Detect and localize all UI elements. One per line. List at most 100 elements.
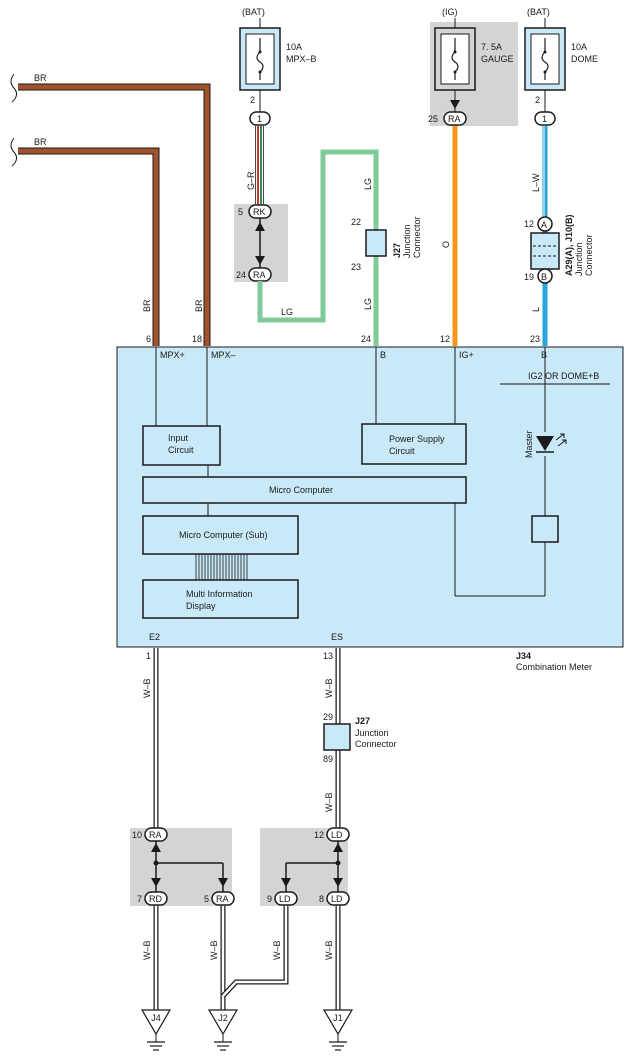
lg-v2-label: LG [363, 298, 373, 310]
wb-wires [153, 648, 341, 1010]
pin-b-lg-num: 24 [361, 334, 371, 344]
left-l-pill [144, 891, 168, 906]
br-bottom-label: BR [34, 137, 47, 147]
gauge-fuse-icon [451, 38, 459, 80]
gauge-source: (IG) [442, 7, 458, 17]
mpxb-rating: 10A [286, 42, 302, 52]
multi-info-display-block [142, 579, 299, 619]
gauge-conn-pill [443, 111, 467, 126]
left-l-label: RD [149, 894, 162, 904]
a29-top-pin: 12 [524, 219, 534, 229]
gauge-pin: 25 [428, 114, 438, 124]
a29-line1: Junction [574, 242, 584, 276]
ground-j4-label: J4 [151, 1013, 161, 1023]
dome-name: DOME [571, 54, 598, 64]
left-top-pin: 10 [132, 830, 142, 840]
pin-ig-num: 12 [440, 334, 450, 344]
o-label: O [441, 241, 451, 248]
pin-b-lg-label: B [380, 350, 386, 360]
dome-source: (BAT) [527, 7, 550, 17]
l-label: L [531, 307, 541, 312]
a29-top-label: A [541, 220, 547, 230]
pin-ig-label: IG+ [459, 350, 474, 360]
pin-mpx-minus-num: 18 [192, 334, 202, 344]
power-supply-block [361, 423, 467, 465]
mpxb-conn-label: 1 [257, 114, 262, 124]
pin-mpx-plus-num: 6 [146, 334, 151, 344]
lg-wire [257, 149, 379, 346]
gauge-name: GAUGE [481, 54, 514, 64]
mpxb-fuse-icon [256, 38, 264, 80]
input-circuit-line1: Input [168, 433, 189, 443]
dome-conn-pill [534, 111, 556, 126]
a29-bottom-circle [537, 268, 553, 284]
multi-info-line1: Multi Information [186, 589, 253, 599]
a29-top-circle [537, 216, 553, 232]
pin-es-num: 13 [323, 651, 333, 661]
dome-rating: 10A [571, 42, 587, 52]
wb-label-5: W–B [209, 940, 219, 960]
right-splice-group [281, 838, 343, 892]
master-switch-box [531, 515, 559, 543]
bus-lines [195, 554, 248, 580]
br-v2-label: BR [194, 299, 204, 312]
lw-label: L–W [531, 173, 541, 192]
pin-mpx-minus-label: MPX– [211, 350, 236, 360]
mpxb-conn-pill [249, 111, 271, 126]
micro-computer-label: Micro Computer [269, 485, 333, 495]
j27-top-id: J27 [392, 243, 402, 258]
multi-info-line2: Display [186, 601, 216, 611]
pin-b-dome-num: 23 [530, 334, 540, 344]
dome-conn-label: 1 [542, 114, 547, 124]
wb-label-2: W–B [324, 678, 334, 698]
pin-es-label: ES [331, 632, 343, 642]
j27-bottom-pin-bottom: 89 [323, 754, 333, 764]
a29-bottom-pin: 19 [524, 272, 534, 282]
wb-label-7: W–B [324, 940, 334, 960]
gauge-rating: 7. 5A [481, 42, 502, 52]
rk-label: RK [253, 207, 266, 217]
wb-label-6: W–B [272, 940, 282, 960]
j27-bottom-line1: Junction [355, 728, 389, 738]
dome-fuse-icon [541, 38, 549, 80]
right-top-pill [326, 827, 350, 842]
master-led-icon [536, 433, 567, 453]
mpxb-name: MPX–B [286, 54, 317, 64]
left-splice-group [151, 838, 228, 892]
a29-bottom-label: B [541, 272, 547, 282]
right-l-label: LD [279, 894, 291, 904]
j27-bottom-id: J27 [355, 716, 370, 726]
pin-mpx-plus-label: MPX+ [160, 350, 185, 360]
right-r-pin: 8 [319, 894, 324, 904]
left-r-label: RA [216, 894, 229, 904]
wb-label-4: W–B [142, 940, 152, 960]
a29-junction-box [530, 232, 560, 270]
j27-bottom-pin-top: 29 [323, 712, 333, 722]
left-r-pill [211, 891, 235, 906]
micro-computer-sub-label: Micro Computer (Sub) [179, 530, 268, 540]
right-l-pill [274, 891, 298, 906]
ground-j1-icon [322, 1009, 354, 1051]
gr-label: G–R [246, 171, 256, 190]
j27-top-pin-top: 22 [351, 217, 361, 227]
j27-top-line2: Connector [412, 216, 422, 258]
lg-h-label: LG [281, 307, 293, 317]
ground-j2-label: J2 [218, 1013, 228, 1023]
br-top-label: BR [34, 73, 47, 83]
gauge-conn-label: RA [448, 114, 461, 124]
pin-e2-num: 1 [146, 651, 151, 661]
input-circuit-line2: Circuit [168, 445, 194, 455]
micro-computer-sub-block [142, 515, 299, 555]
a29-id: A29(A), J10(B) [564, 214, 574, 276]
gr-wire [255, 126, 264, 204]
ra-left-pin: 24 [236, 270, 246, 280]
right-top-label: LD [331, 830, 343, 840]
right-top-pin: 12 [314, 830, 324, 840]
ground-j2-icon [207, 1009, 239, 1051]
meter-id: J34 [516, 651, 531, 661]
meter-name: Combination Meter [516, 662, 592, 672]
pin-e2-label: E2 [149, 632, 160, 642]
left-r-pin: 5 [204, 894, 209, 904]
meter-internal-lines [155, 347, 610, 597]
